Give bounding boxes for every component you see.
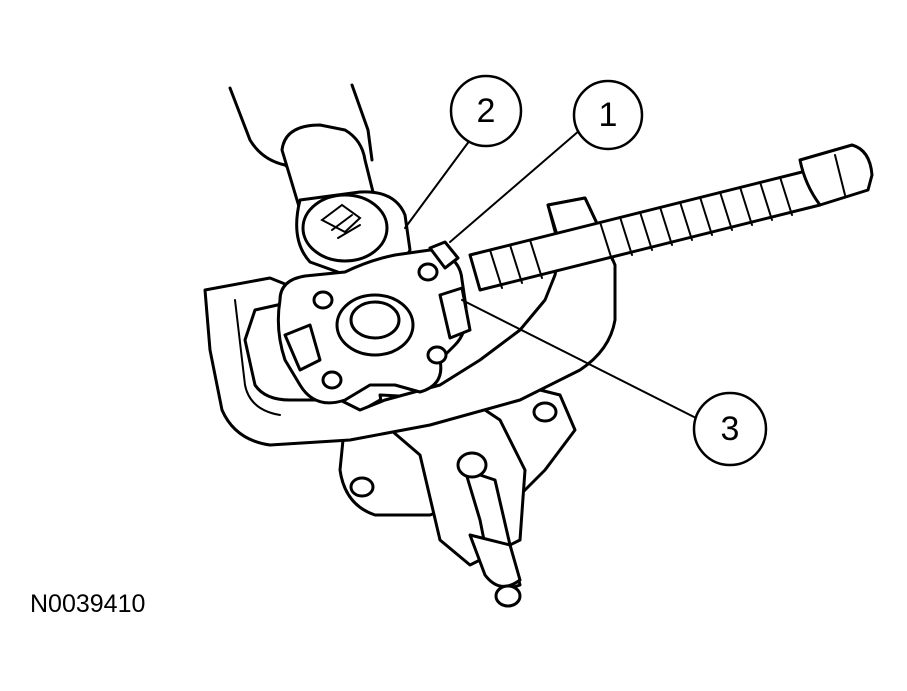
callout-1: 1 (572, 79, 644, 151)
coupler-flange (276, 240, 472, 405)
callout-3: 3 (692, 391, 768, 467)
leader-line-2 (404, 139, 471, 229)
leader-lines (404, 129, 701, 421)
callout-2-number: 2 (477, 92, 496, 130)
forcing-screw (468, 143, 874, 292)
figure-id-label: N0039410 (30, 590, 146, 618)
callout-2: 2 (449, 74, 523, 148)
steering-shaft (228, 83, 412, 282)
leader-line-1 (449, 129, 581, 243)
leader-line-3 (461, 299, 701, 421)
callout-3-number: 3 (721, 410, 740, 448)
callout-1-number: 1 (599, 96, 618, 134)
